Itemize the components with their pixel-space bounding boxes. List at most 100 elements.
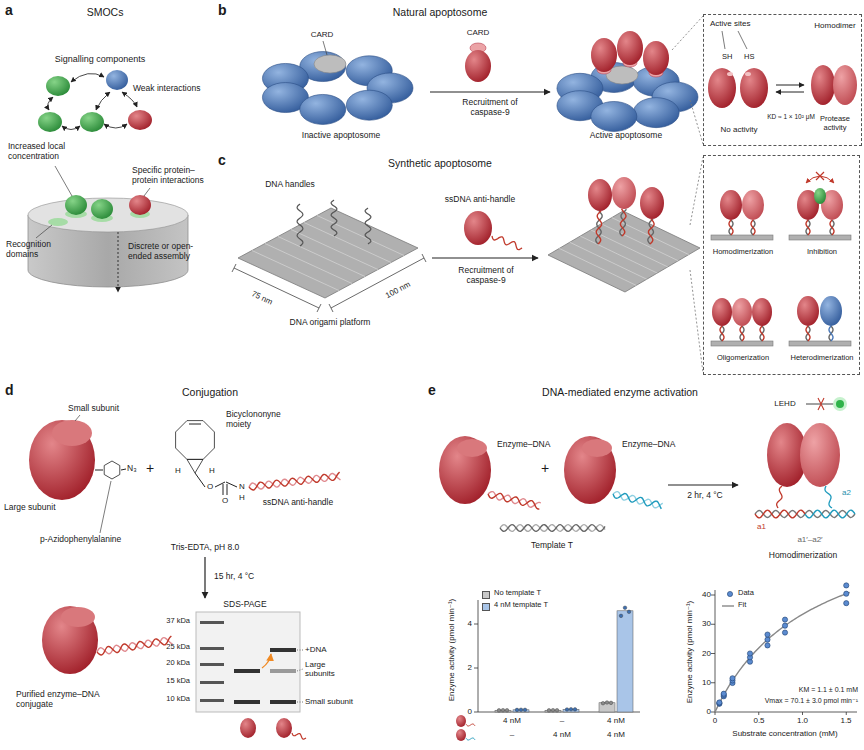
dna-strand bbox=[805, 510, 855, 518]
data-point bbox=[609, 701, 613, 705]
annotation-label: Purified enzyme–DNA conjugate bbox=[16, 690, 116, 710]
bond bbox=[195, 473, 237, 495]
signalling-protein bbox=[129, 195, 151, 215]
axis-tick: 0 bbox=[713, 716, 717, 725]
partner-protein bbox=[820, 296, 842, 326]
legend-text: Fit bbox=[738, 601, 746, 610]
enzyme-large-subunit bbox=[29, 420, 95, 500]
card-domain bbox=[314, 55, 346, 73]
node-text: Inactive apoptosome bbox=[302, 131, 380, 141]
cylinder-top bbox=[28, 198, 188, 232]
dna-strand bbox=[729, 220, 733, 235]
dna-strand bbox=[806, 220, 810, 235]
panel-letter: c bbox=[218, 152, 226, 168]
leader-line bbox=[297, 650, 303, 702]
dna-strand bbox=[740, 326, 744, 341]
platform-strip bbox=[789, 235, 851, 240]
enzyme-dimer bbox=[800, 423, 840, 487]
dna-handle bbox=[297, 204, 303, 246]
recognition-domain bbox=[48, 218, 68, 226]
annotation-label: ssDNA anti-handle bbox=[263, 498, 333, 508]
legend-swatch bbox=[482, 603, 490, 611]
enzyme bbox=[439, 436, 491, 504]
tick-mark bbox=[711, 682, 715, 683]
cyclopropane-ring bbox=[187, 459, 203, 473]
axis-tick: 30 bbox=[702, 619, 711, 628]
annotation-label: Recognition domains bbox=[6, 240, 66, 260]
axis-tick: 0.5 bbox=[753, 716, 764, 725]
annotation-label: Bicyclononyne moiety bbox=[226, 410, 306, 430]
gel bbox=[196, 612, 300, 712]
reaction-arrow bbox=[668, 484, 738, 485]
caspase-9 bbox=[588, 179, 612, 211]
edge-label: Recruitment of caspase-9 bbox=[445, 98, 535, 118]
plus-sign: + bbox=[146, 460, 154, 476]
annotation-label: DNA origami platform bbox=[290, 318, 371, 328]
enzyme-small-subunit bbox=[457, 439, 487, 457]
dna-strand bbox=[751, 220, 755, 235]
dna-strand bbox=[500, 525, 605, 532]
data-point bbox=[623, 606, 627, 610]
caspase-9 bbox=[464, 211, 492, 245]
dna-strand bbox=[249, 472, 340, 490]
annotation-label: CARD bbox=[311, 30, 334, 39]
weak-interaction-arrow bbox=[48, 97, 53, 110]
caspase-9 bbox=[752, 298, 772, 326]
dna-strand bbox=[620, 209, 627, 236]
platform-stripe bbox=[278, 237, 365, 277]
dimension-label: 75 nm bbox=[250, 289, 274, 307]
dna-strand bbox=[760, 326, 764, 341]
chemical-symbol: N bbox=[239, 482, 245, 491]
plus-sign: + bbox=[541, 460, 549, 476]
dna-strand bbox=[755, 510, 805, 518]
annotation-label: +DNA bbox=[305, 645, 327, 654]
gel-band bbox=[200, 663, 224, 666]
enzyme-large-subunit bbox=[42, 606, 98, 674]
signalling-protein bbox=[65, 195, 87, 215]
axis-tick: 4 nM bbox=[553, 730, 571, 739]
data-point bbox=[519, 708, 523, 712]
annotation-label: Large subunit bbox=[4, 503, 56, 513]
data-point bbox=[747, 651, 752, 656]
data-point bbox=[782, 630, 787, 635]
annotation-label: ssDNA anti-handle bbox=[445, 195, 515, 205]
blocked-arrow bbox=[806, 176, 834, 183]
node-text: Heterodimerization bbox=[791, 354, 854, 363]
gel-band bbox=[200, 681, 224, 684]
axis-tick: 4 nM bbox=[607, 716, 625, 725]
axis-tick: 4 bbox=[468, 619, 472, 628]
dna-strand bbox=[648, 219, 654, 244]
data-point bbox=[573, 708, 577, 712]
weak-interaction-arrow bbox=[62, 126, 80, 130]
annotation-label: CARD bbox=[467, 28, 490, 37]
dna-strand bbox=[777, 486, 782, 508]
platform-stripe bbox=[559, 248, 636, 285]
tick-mark bbox=[802, 712, 803, 715]
dimension-line bbox=[329, 254, 426, 312]
axis-tick: 20 kDa bbox=[166, 659, 190, 668]
platform-stripe bbox=[570, 242, 647, 279]
panel-title: Natural apoptosome bbox=[393, 6, 488, 18]
panel-letter: d bbox=[5, 382, 14, 398]
annotation-label: Increased local concentration bbox=[8, 142, 93, 162]
data-point bbox=[717, 700, 722, 705]
data-point bbox=[515, 708, 519, 712]
data-point bbox=[565, 708, 569, 712]
bond bbox=[95, 469, 126, 470]
illustration-group: Active apoptosome bbox=[553, 15, 700, 147]
dna-handle bbox=[331, 200, 337, 236]
dna-strand bbox=[466, 738, 475, 740]
apoptosome-subunit bbox=[591, 101, 637, 131]
tick-mark bbox=[715, 712, 716, 715]
apoptosome-subunit bbox=[300, 94, 346, 124]
assembly-arrow bbox=[118, 232, 119, 292]
caspase-dimer bbox=[833, 65, 857, 105]
dna-strand bbox=[466, 724, 475, 726]
zoom-line bbox=[690, 270, 703, 373]
caspase-9 bbox=[465, 50, 491, 82]
node-text: LEHD bbox=[774, 399, 795, 408]
platform-stripe bbox=[580, 236, 657, 273]
gel-band bbox=[234, 700, 260, 704]
node-text: a2 bbox=[842, 488, 851, 497]
